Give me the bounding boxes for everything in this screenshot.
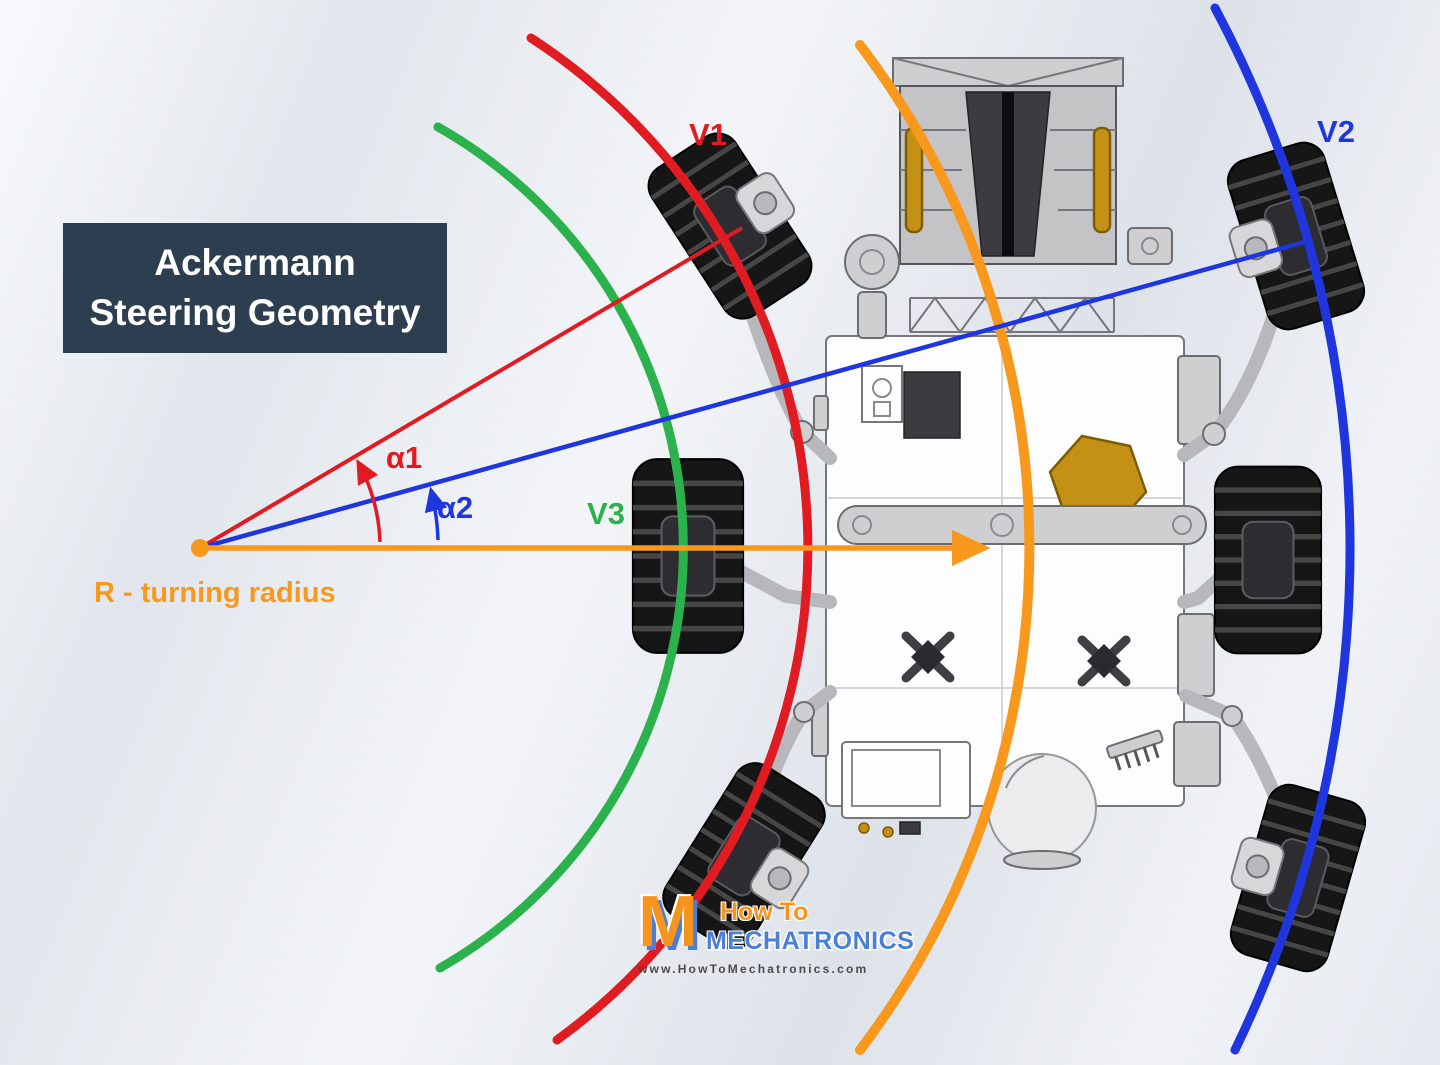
label-v1: V1 [689,117,727,152]
alpha1-angle-arc [356,458,382,543]
label-turning-radius: R - turning radius [94,577,336,609]
camera-mount-left [901,631,955,683]
wheel-front-left [640,117,831,327]
title-line-1: Ackermann [154,242,356,284]
alpha2-angle-arc [424,486,448,541]
wheel-front-right [1209,137,1369,339]
side-module-right-mid [1177,613,1215,697]
label-alpha1: α1 [386,440,422,475]
wheel-rear-right [1212,776,1370,977]
camera-box [841,741,971,819]
small-instrument-box [861,365,903,423]
side-module-right-bottom [1173,721,1221,787]
wheel-rear-left [655,755,845,965]
watermark-how-to: How To [719,898,809,926]
label-v3: V3 [587,496,625,531]
truss-bridge [909,296,1115,334]
wheel-middle-right [1215,467,1321,654]
brush-tool [1106,729,1164,771]
red-arc-front-left-wheel-path [526,33,813,1045]
camera-mount-right [1077,635,1131,687]
blue-arc-front-right-wheel-path [1210,3,1355,1055]
title-box: Ackermann Steering Geometry [63,223,447,353]
turning-center-point [191,539,209,557]
watermark-m-icon: M [638,882,698,962]
label-v2: V2 [1317,114,1355,149]
watermark-brand: MECHATRONICS [705,927,915,955]
rover [633,57,1370,977]
diagram-labels: V1 V2 V3 α1 α2 R - turning radius [94,114,1355,609]
wheel-middle-left [633,459,743,653]
label-alpha2: α2 [437,490,473,525]
dome-instrument [987,753,1097,863]
watermark-url: www.HowToMechatronics.com [638,962,869,977]
blue-radius-line [199,237,1313,551]
rtg-power-module [892,57,1124,265]
dark-module [903,371,961,439]
red-radius-line [198,226,744,550]
watermark-logo: M How To MECHATRONICS www.HowToMechatron… [638,882,914,977]
radius-lines [191,226,1313,567]
robotic-arm-stowed [837,505,1207,545]
mast-joint [844,234,900,290]
title-line-2: Steering Geometry [89,292,421,333]
orange-arc-rover-center-path [855,40,1035,1055]
